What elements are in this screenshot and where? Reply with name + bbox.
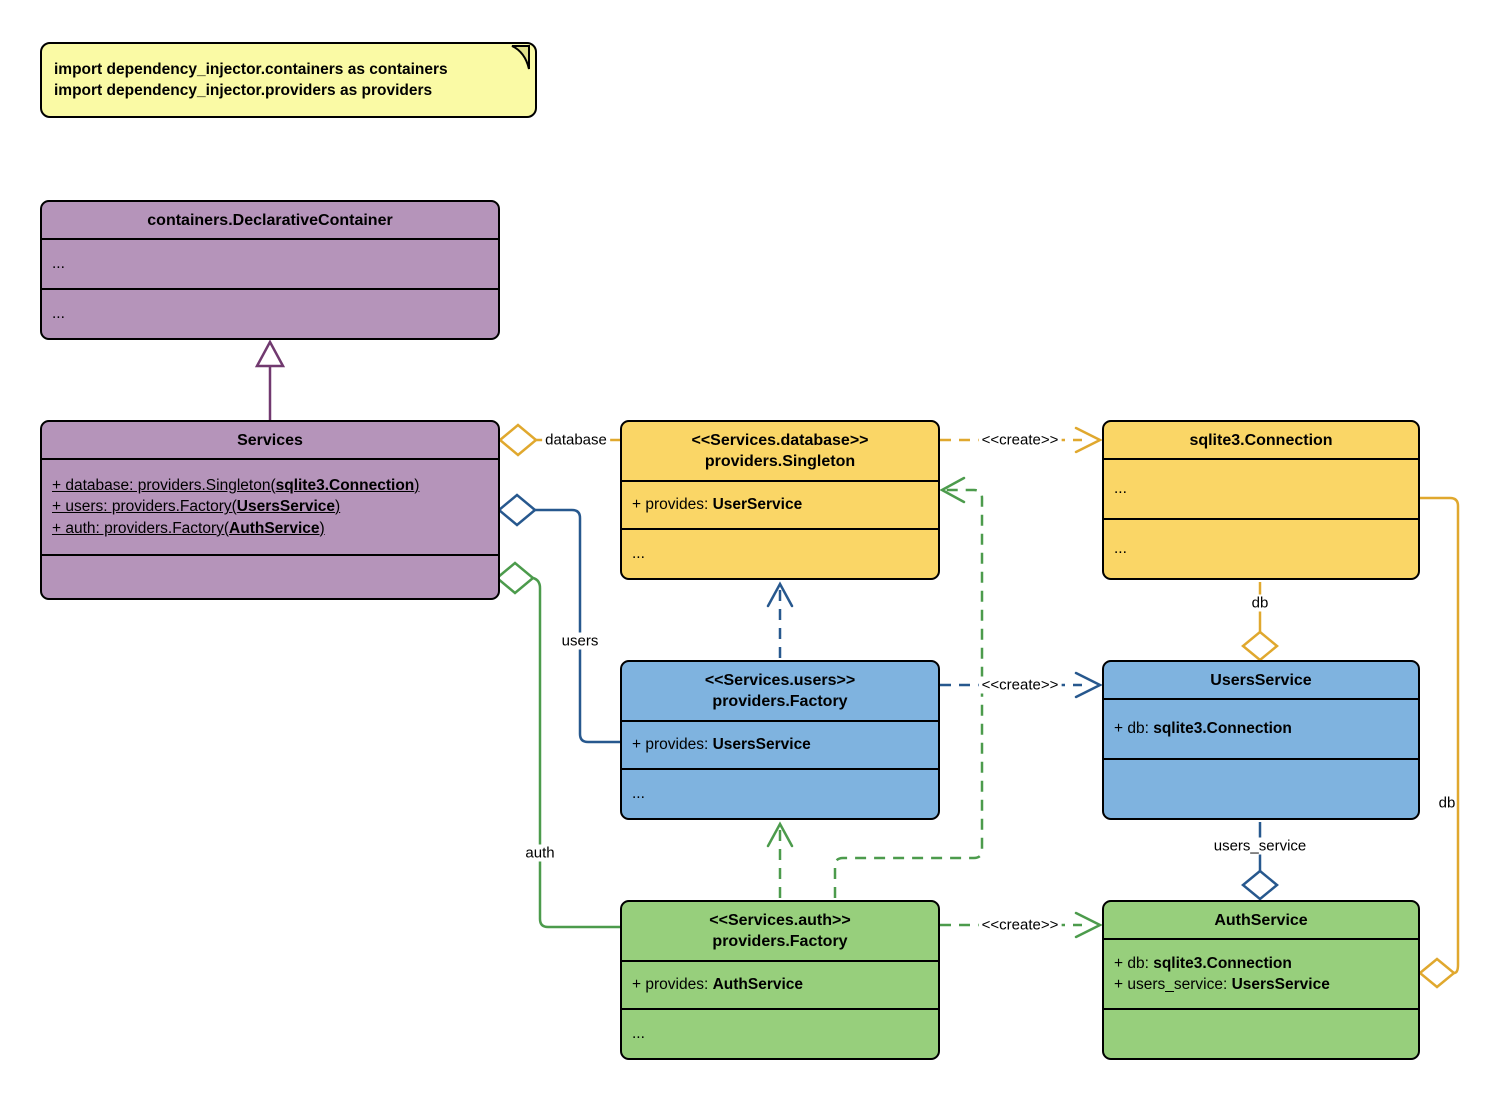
class-compartment: ... [42,288,498,338]
aggregation-users-service-diamond-icon [1241,869,1279,901]
ellipsis-text: ... [632,785,645,803]
class-compartment: ... [1104,458,1418,518]
class-compartment: + db: sqlite3.Connection [1104,698,1418,758]
class-auth-factory: <<Services.auth>> providers.Factory + pr… [620,900,940,1060]
ellipsis-text: ... [632,1025,645,1043]
class-name: providers.Factory [712,693,848,710]
class-auth-service: AuthService + db: sqlite3.Connection + u… [1102,900,1420,1060]
class-title: <<Services.auth>> providers.Factory [622,902,938,960]
import-note: import dependency_injector.containers as… [40,42,537,118]
note-line: import dependency_injector.containers as… [54,61,448,78]
dependency-auth-singleton-arrowhead-icon [939,476,966,504]
class-compartment: + provides: UserService [622,480,938,528]
create-auth-arrowhead-icon [1074,911,1103,939]
class-name: providers.Factory [712,933,848,950]
aggregation-users-edge [535,508,620,744]
edge-label-create-database: <<create>> [978,431,1062,449]
ellipsis-text: ... [52,255,65,273]
class-stereotype: <<Services.database>> [691,432,869,449]
class-compartment: ... [42,238,498,288]
aggregation-database-diamond-icon [498,423,538,457]
edge-label-db-right: db [1438,794,1456,812]
class-compartment: + db: sqlite3.Connection + users_service… [1104,938,1418,1008]
ellipsis-text: ... [632,545,645,563]
edge-label-users: users [558,632,602,650]
class-compartment: ... [622,1008,938,1058]
aggregation-db-auth-diamond-icon [1418,957,1456,989]
create-users-arrowhead-icon [1074,671,1103,699]
class-title: Services [237,431,303,449]
class-stereotype: <<Services.users>> [704,672,856,689]
class-compartment: + provides: UsersService [622,720,938,768]
attribute-line: + database: providers.Singleton(sqlite3.… [52,476,420,494]
edge-label-database: database [542,431,610,449]
aggregation-db-auth-edge [1420,496,1460,975]
ellipsis-text: ... [52,305,65,323]
aggregation-db-users-diamond-icon [1241,630,1279,662]
edge-label-db: db [1248,594,1272,612]
aggregation-auth-edge [532,576,620,929]
class-title: containers.DeclarativeContainer [147,211,393,229]
class-declarative-container: containers.DeclarativeContainer ... ... [40,200,500,340]
class-title: <<Services.users>> providers.Factory [622,662,938,720]
class-users-service: UsersService + db: sqlite3.Connection [1102,660,1420,820]
class-compartment [1104,1008,1418,1054]
aggregation-auth-diamond-icon [495,561,535,595]
class-title: UsersService [1210,671,1312,689]
edge-label-users-service: users_service [1210,837,1310,855]
class-sqlite-connection: sqlite3.Connection ... ... [1102,420,1420,580]
attribute-line: + provides: AuthService [632,976,804,994]
dependency-auth-to-singleton-edge [833,488,984,898]
attribute-line: + auth: providers.Factory(AuthService) [52,519,325,537]
dependency-users-arrowhead-icon [766,581,794,608]
edge-label-auth: auth [522,844,558,862]
class-services: Services + database: providers.Singleton… [40,420,500,600]
class-database-singleton: <<Services.database>> providers.Singleto… [620,420,940,580]
ellipsis-text: ... [1114,480,1127,498]
class-title: <<Services.database>> providers.Singleto… [622,422,938,480]
class-compartment: ... [1104,518,1418,578]
class-compartment: ... [622,528,938,578]
attribute-line: + db: sqlite3.Connection [1114,954,1292,972]
class-compartment: + provides: AuthService [622,960,938,1008]
attribute-line: + users: providers.Factory(UsersService) [52,498,341,516]
ellipsis-text: ... [1114,540,1127,558]
class-title: sqlite3.Connection [1189,431,1333,449]
edge-label-create-users: <<create>> [978,676,1062,694]
edge-label-create-auth: <<create>> [978,916,1062,934]
class-name: providers.Singleton [704,453,856,470]
aggregation-users-diamond-icon [497,493,537,527]
inheritance-triangle-icon [254,339,286,368]
class-users-factory: <<Services.users>> providers.Factory + p… [620,660,940,820]
note-line: import dependency_injector.providers as … [54,82,433,99]
class-compartment [42,554,498,598]
dependency-auth-users-arrowhead-icon [766,821,794,848]
attribute-line: + provides: UserService [632,496,803,514]
create-database-arrowhead-icon [1074,426,1103,454]
attribute-line: + users_service: UsersService [1114,976,1330,993]
note-fold-icon [511,45,530,70]
class-stereotype: <<Services.auth>> [709,912,851,929]
class-compartment: ... [622,768,938,818]
class-compartment: + database: providers.Singleton(sqlite3.… [42,458,498,554]
attribute-line: + provides: UsersService [632,736,811,754]
attribute-line: + db: sqlite3.Connection [1114,720,1292,738]
class-title: AuthService [1214,911,1308,929]
class-compartment [1104,758,1418,818]
